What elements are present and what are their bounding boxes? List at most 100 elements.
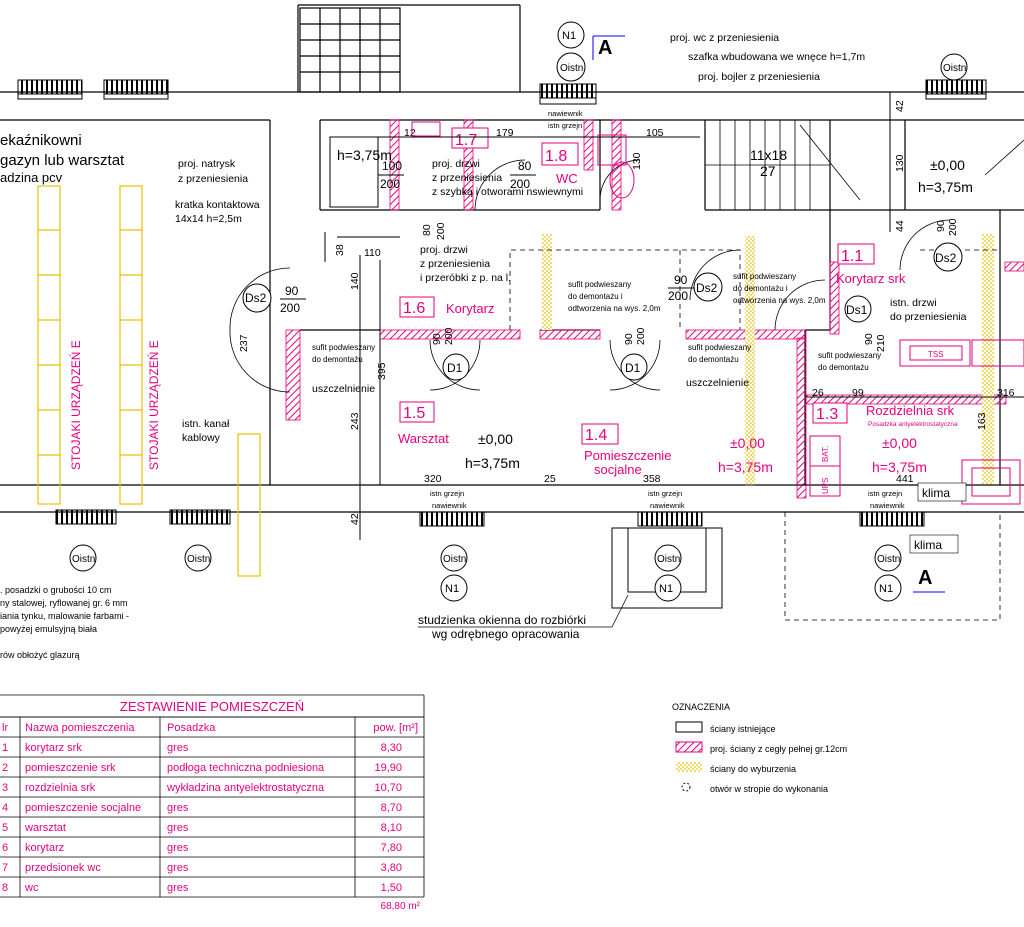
table-cell-area: 8,30 — [381, 742, 402, 754]
svg-text:Ds2: Ds2 — [935, 251, 957, 265]
svg-text:1.3: 1.3 — [816, 406, 838, 423]
svg-text:105: 105 — [646, 127, 664, 139]
svg-text:do przeniesienia: do przeniesienia — [890, 311, 967, 323]
svg-text:320: 320 — [424, 473, 442, 485]
svg-text:proj. natrysk: proj. natrysk — [178, 158, 236, 170]
istn-label: Oistn — [72, 554, 95, 565]
svg-text:12: 12 — [404, 127, 416, 139]
svg-text:80: 80 — [421, 224, 433, 236]
svg-text:z przeniesienia: z przeniesienia — [178, 173, 248, 185]
svg-text:h=3,75m: h=3,75m — [872, 459, 927, 475]
table-cell-floor: gres — [167, 822, 189, 834]
table-cell-floor: gres — [167, 862, 189, 874]
svg-text:odtworzenia na wys. 2,0m: odtworzenia na wys. 2,0m — [733, 296, 826, 305]
istn-label: Oistn — [560, 63, 583, 74]
svg-text:1.1: 1.1 — [841, 248, 863, 265]
svg-text:Ds2: Ds2 — [245, 291, 267, 305]
svg-text:1.6: 1.6 — [403, 300, 425, 317]
svg-text:1.5: 1.5 — [403, 405, 425, 422]
legend-item: ściany istniejące — [710, 724, 776, 734]
radiator-label: istn grzejn — [430, 489, 464, 498]
equipment-racks — [37, 185, 261, 577]
table-cell-floor: wykładzina antyelektrostatyczna — [166, 782, 325, 794]
svg-text:z szybką i otworami nswiewnymi: z szybką i otworami nswiewnymi — [432, 186, 583, 198]
svg-text:200: 200 — [510, 177, 530, 191]
dimension-text: 12 179 105 130 42 130 44 110 38 140 237 … — [238, 100, 1015, 525]
svg-text:11x18: 11x18 — [750, 147, 787, 163]
svg-text:38: 38 — [334, 244, 346, 256]
table-cell-name: pomieszczenie socjalne — [25, 802, 141, 814]
svg-text:200: 200 — [380, 177, 400, 191]
svg-text:BAT.: BAT. — [821, 446, 830, 462]
table-cell-name: korytarz — [25, 842, 64, 854]
table-cell-name: warsztat — [24, 822, 66, 834]
table-cell-name: korytarz srk — [25, 742, 82, 754]
svg-text:kablowy: kablowy — [182, 432, 221, 444]
table-header: Nazwa pomieszczenia — [25, 722, 135, 734]
table-cell-name: rozdzielnia srk — [25, 782, 96, 794]
walls-demolish — [542, 234, 994, 486]
svg-text:200: 200 — [668, 289, 688, 303]
istn-markers — [69, 21, 968, 602]
n1-label: N1 — [879, 583, 893, 595]
svg-text:110: 110 — [364, 247, 381, 259]
table-cell-nr: 2 — [2, 762, 8, 774]
svg-text:90: 90 — [285, 284, 299, 298]
table-cell-area: 1,50 — [381, 882, 402, 894]
svg-text:do demontażu: do demontażu — [312, 355, 363, 364]
svg-text:sufit podwieszany: sufit podwieszany — [312, 343, 375, 352]
floor-notes: . posadzki o grubości 10 cm ny stalowej,… — [0, 585, 129, 660]
svg-text:istn. kanał: istn. kanał — [182, 418, 230, 430]
radiator-label: istn grzejn — [868, 489, 902, 498]
svg-text:Posadzka antyelektrostatyczna: Posadzka antyelektrostatyczna — [868, 421, 958, 428]
svg-text:TSS: TSS — [928, 350, 944, 359]
door-dims: 90 200 100 200 80 200 90 200 — [280, 159, 694, 315]
svg-text:powyżej emulsyjną biała: powyżej emulsyjną biała — [0, 624, 97, 634]
table-cell-area: 7,80 — [381, 842, 402, 854]
left-room-text: ekaźnikowni gazyn lub warsztat adzina pc… — [0, 132, 125, 185]
table-cell-name: przedsionek wc — [25, 862, 101, 874]
table-cell-floor: gres — [167, 882, 189, 894]
table-cell-nr: 3 — [2, 782, 8, 794]
table-cell-nr: 6 — [2, 842, 8, 854]
svg-text:. posadzki o grubości 10 cm: . posadzki o grubości 10 cm — [0, 585, 112, 595]
svg-text:163: 163 — [976, 412, 988, 430]
svg-text:z przeniesienia: z przeniesienia — [420, 258, 490, 270]
table-cell-name: wc — [24, 882, 39, 894]
racks-label-2: STOJAKI URZĄDZEŃ E — [146, 340, 161, 470]
svg-text:±0,00: ±0,00 — [730, 435, 765, 451]
istn-label: Oistn — [187, 554, 210, 565]
istn-label: Oistn — [943, 63, 966, 74]
svg-text:do demontażu i: do demontażu i — [733, 284, 788, 293]
table-cell-nr: 1 — [2, 742, 8, 754]
radiators — [17, 79, 987, 527]
svg-text:90: 90 — [863, 333, 875, 345]
svg-text:±0,00: ±0,00 — [882, 435, 917, 451]
svg-text:uszczelnienie: uszczelnienie — [312, 383, 375, 395]
table-header: lr — [2, 722, 8, 734]
svg-text:sufit podwieszany: sufit podwieszany — [568, 280, 631, 289]
istn-label: Oistn — [877, 554, 900, 565]
svg-text:ekaźnikowni: ekaźnikowni — [0, 132, 82, 149]
table-cell-nr: 8 — [2, 882, 8, 894]
svg-text:441: 441 — [896, 473, 914, 485]
svg-text:25: 25 — [544, 473, 556, 485]
svg-text:kratka kontaktowa: kratka kontaktowa — [175, 199, 260, 211]
svg-text:iania tynku, malowanie farbam: iania tynku, malowanie farbami - — [0, 611, 129, 621]
svg-text:h=3,75m: h=3,75m — [918, 179, 973, 195]
svg-text:243: 243 — [349, 412, 361, 430]
svg-text:200: 200 — [635, 327, 647, 345]
radiator-label: istn grzejn — [548, 121, 582, 130]
svg-text:Warsztat: Warsztat — [398, 431, 449, 446]
table-cell-floor: gres — [167, 842, 189, 854]
n1-label: N1 — [562, 30, 576, 42]
svg-text:130: 130 — [631, 152, 643, 170]
svg-text:D1: D1 — [625, 361, 641, 375]
svg-text:szafka wbudowana we wnęce h=1,: szafka wbudowana we wnęce h=1,7m — [688, 51, 865, 63]
svg-text:sufit podwieszany: sufit podwieszany — [733, 272, 796, 281]
svg-text:200: 200 — [435, 222, 447, 240]
table-cell-area: 3,80 — [381, 862, 402, 874]
svg-text:do demontażu: do demontażu — [818, 363, 869, 372]
section-mark-a: A — [918, 567, 932, 589]
